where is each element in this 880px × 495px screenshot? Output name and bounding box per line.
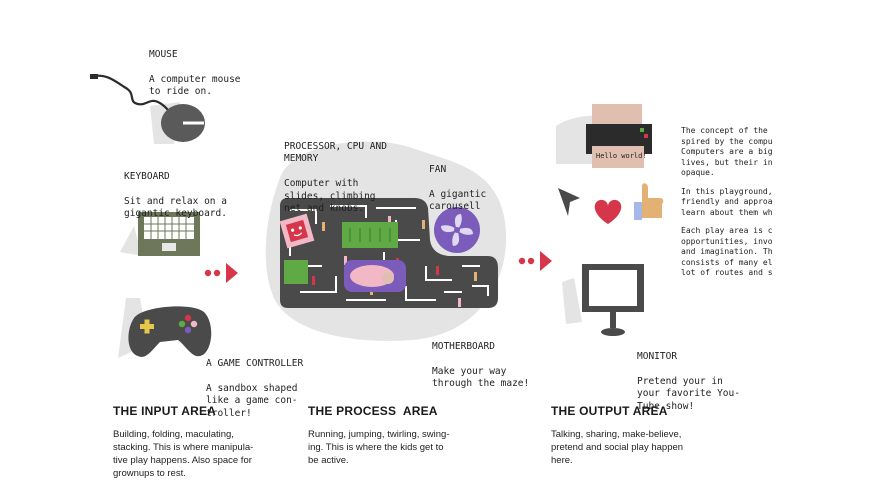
printer-illustration bbox=[556, 104, 652, 168]
output-area-title: THE OUTPUT AREA bbox=[551, 404, 668, 418]
keyboard-text: Sit and relax on a gigantic keyboard. bbox=[124, 195, 227, 220]
input-area-text: Building, folding, maculating, stacking.… bbox=[113, 429, 254, 479]
thumbs-up-cuff bbox=[634, 202, 642, 220]
emoji-icons bbox=[558, 183, 664, 224]
mouse-illustration bbox=[90, 74, 205, 144]
fan-title: FAN bbox=[429, 163, 447, 175]
monitor-text: Pretend your in your favorite You- Tube … bbox=[637, 375, 740, 412]
printer-paper-text: Hello world! bbox=[596, 152, 647, 160]
concept-text-column: The concept of the spired by the compu C… bbox=[681, 126, 779, 279]
motherboard-label: MOTHERBOARD Make your way through the ma… bbox=[432, 328, 529, 403]
controller-button-pink bbox=[190, 320, 198, 328]
motherboard-title: MOTHERBOARD bbox=[432, 340, 495, 352]
input-area-section: THE INPUT AREA Building, folding, macula… bbox=[113, 404, 303, 480]
small-chip bbox=[284, 260, 308, 284]
mouse-plug bbox=[90, 74, 98, 79]
mouse-label: MOUSE A computer mouse to ride on. bbox=[149, 36, 241, 111]
output-area-section: THE OUTPUT AREA Talking, sharing, make-b… bbox=[551, 404, 751, 467]
monitor-title: MONITOR bbox=[637, 350, 678, 362]
monitor-shadow-shape bbox=[562, 278, 582, 324]
processor-character-icon bbox=[279, 213, 315, 249]
fan-text: A gigantic carousell bbox=[429, 188, 487, 213]
monitor-illustration bbox=[562, 264, 644, 336]
slide-pool bbox=[350, 265, 394, 287]
slide-ball bbox=[382, 272, 394, 284]
controller-button-green bbox=[178, 320, 186, 328]
fan-label: FAN A gigantic carousell bbox=[429, 151, 486, 226]
monitor-label: MONITOR Pretend your in your favorite Yo… bbox=[637, 338, 740, 426]
concept-paragraph-2: In this playground, friendly and approa … bbox=[681, 186, 773, 217]
controller-text: A sandbox shaped like a game con- trolle… bbox=[206, 382, 298, 419]
heart-icon bbox=[594, 199, 622, 224]
game-controller-illustration bbox=[118, 298, 212, 358]
monitor-stand bbox=[610, 312, 616, 328]
keyboard-keys bbox=[144, 217, 194, 239]
processor-label: PROCESSOR, CPU AND MEMORY Computer with … bbox=[284, 128, 387, 228]
controller-body bbox=[128, 306, 212, 357]
keyboard-illustration bbox=[120, 212, 200, 256]
process-area-section: THE PROCESS AREA Running, jumping, twirl… bbox=[308, 404, 508, 467]
output-area-text: Talking, sharing, make-believe, pretend … bbox=[551, 429, 684, 466]
thumbs-up-icon bbox=[642, 183, 664, 218]
process-area-text: Running, jumping, twirling, swing- ing. … bbox=[308, 429, 450, 466]
controller-label: A GAME CONTROLLER A sandbox shaped like … bbox=[206, 345, 303, 433]
cursor-icon bbox=[558, 188, 580, 216]
processor-title: PROCESSOR, CPU AND MEMORY bbox=[284, 140, 387, 165]
input-arrow-icon bbox=[204, 263, 238, 283]
fan-icon bbox=[434, 207, 480, 253]
printer-light-green bbox=[640, 128, 644, 132]
process-area-title: THE PROCESS AREA bbox=[308, 404, 438, 418]
controller-button-purple bbox=[184, 326, 192, 334]
mouse-text: A computer mouse to ride on. bbox=[149, 73, 241, 98]
printer-paper-out bbox=[592, 146, 644, 168]
keyboard-title: KEYBOARD bbox=[124, 170, 170, 182]
concept-paragraph-1: The concept of the spired by the compu C… bbox=[681, 126, 773, 177]
processor-text: Computer with slides, climbing net and k… bbox=[284, 178, 376, 214]
keyboard-key-grid bbox=[144, 217, 194, 239]
motherboard-text: Make your way through the maze! bbox=[432, 365, 530, 390]
keyboard-label: KEYBOARD Sit and relax on a gigantic key… bbox=[124, 158, 227, 233]
keyboard-touchpad bbox=[162, 243, 176, 251]
memory-chip-slots bbox=[349, 228, 391, 242]
monitor-base bbox=[601, 328, 625, 336]
output-arrow-icon bbox=[518, 251, 552, 271]
controller-dpad bbox=[140, 319, 154, 334]
printer-light-red bbox=[644, 134, 648, 138]
keyboard-shadow-shape bbox=[120, 226, 142, 256]
concept-paragraph-3: Each play area is c opportunities, invo … bbox=[681, 226, 773, 277]
mouse-cable bbox=[93, 74, 169, 111]
controller-button-red bbox=[184, 314, 192, 322]
monitor-screen bbox=[589, 270, 637, 306]
controller-title: A GAME CONTROLLER bbox=[206, 357, 304, 369]
mouse-title: MOUSE bbox=[149, 48, 178, 60]
printer-paper-top bbox=[592, 104, 642, 126]
input-area-title: THE INPUT AREA bbox=[113, 404, 217, 418]
